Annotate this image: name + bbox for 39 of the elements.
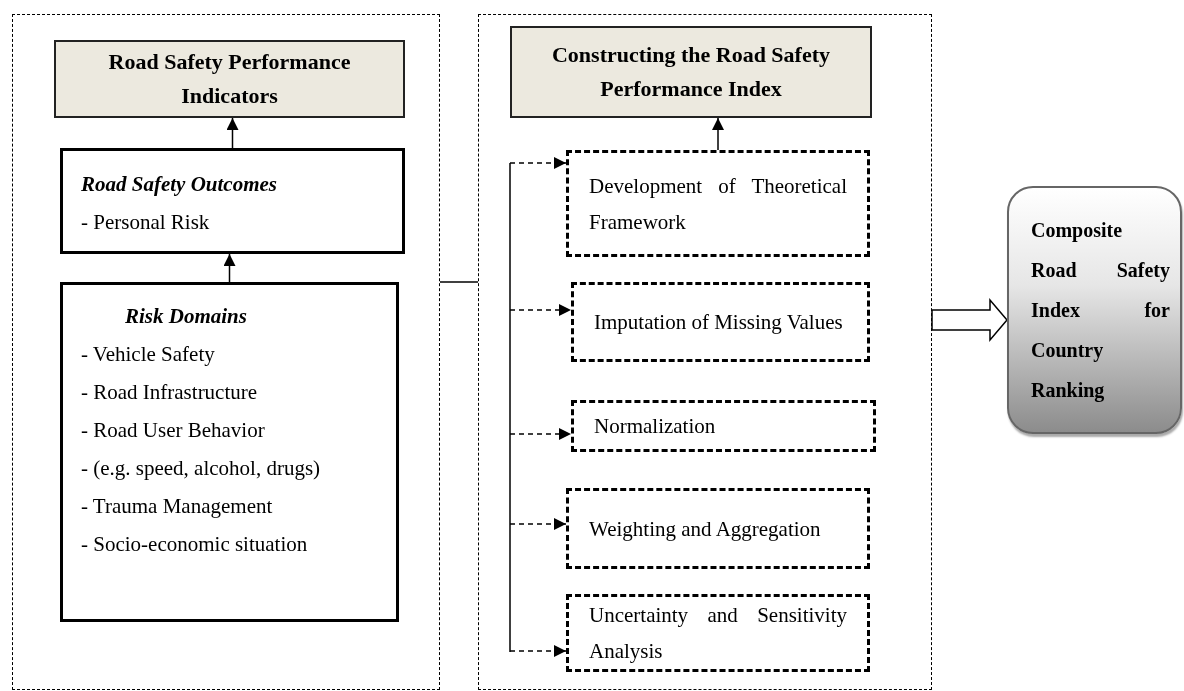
- dashed-arrow: [509, 645, 567, 657]
- title-box: [510, 26, 872, 118]
- dashed-arrow: [509, 304, 572, 316]
- box-heading: Risk Domains: [124, 303, 248, 330]
- list-item: - Vehicle Safety: [81, 341, 216, 368]
- title-box: [54, 40, 405, 118]
- dashed-step-box: [566, 488, 870, 569]
- box-title: Road Safety Performance Indicators: [107, 48, 352, 110]
- result-box: [1007, 186, 1182, 434]
- dashed-step-box: [571, 282, 870, 362]
- result-text: Composite Road Safety Index for Country Ranking: [1031, 218, 1170, 404]
- dashed-step-box: [566, 594, 870, 672]
- box-heading: Road Safety Outcomes: [81, 171, 278, 198]
- arrow: [712, 117, 724, 151]
- list-item: - Road User Behavior: [81, 417, 266, 444]
- block-arrow: [931, 297, 1008, 343]
- process-box: [60, 148, 405, 254]
- dashed-step-box: [571, 400, 876, 452]
- dashed-panel: [12, 14, 440, 690]
- dashed-step-box: [566, 150, 870, 257]
- list-item: - (e.g. speed, alcohol, drugs): [81, 455, 322, 482]
- step-text: Imputation of Missing Values: [594, 309, 844, 336]
- dashed-arrow: [509, 428, 572, 440]
- dashed-arrow: [509, 157, 567, 169]
- step-text: Development of Theoretical Framework: [589, 172, 847, 236]
- list-item: - Road Infrastructure: [81, 379, 259, 406]
- list-item: - Socio-economic situation: [81, 531, 309, 558]
- dashed-panel: [478, 14, 932, 690]
- box-title: Constructing the Road Safety Performance Index: [550, 41, 832, 103]
- list-item: - Personal Risk: [81, 209, 211, 236]
- list-item: - Trauma Management: [81, 493, 274, 520]
- dashed-arrow: [509, 518, 567, 530]
- step-text: Weighting and Aggregation: [589, 515, 822, 543]
- step-text: Normalization: [594, 413, 717, 440]
- step-text: Uncertainty and Sensitivity Analysis: [589, 602, 847, 665]
- process-box: [60, 282, 399, 622]
- arrow: [223, 253, 236, 283]
- connector-line: [439, 281, 479, 283]
- arrow: [226, 117, 239, 149]
